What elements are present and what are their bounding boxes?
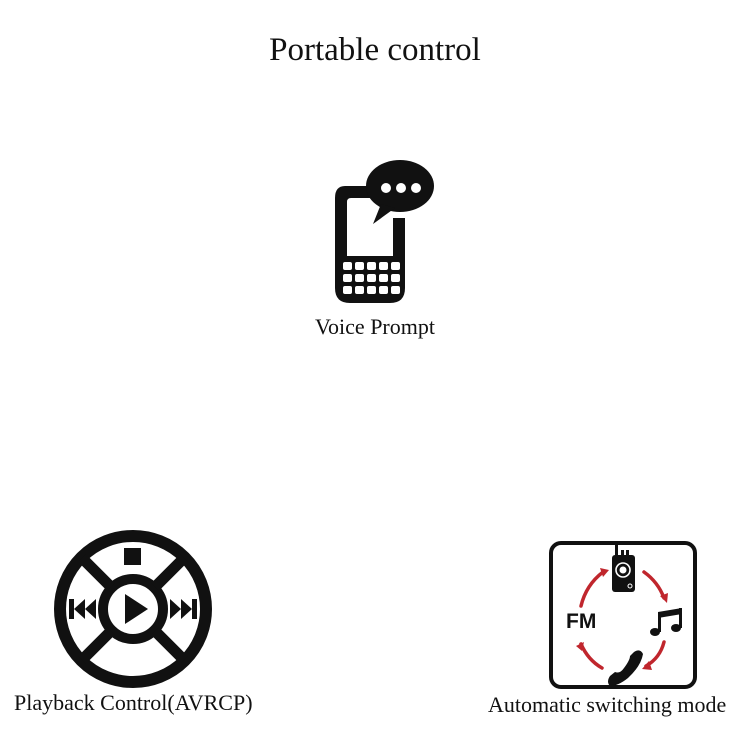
- play-icon: [125, 594, 148, 624]
- walkie-talkie-icon: [612, 544, 635, 592]
- page-title: Portable control: [269, 32, 481, 68]
- next-icon: [170, 599, 197, 619]
- automatic-switching-label: Automatic switching mode: [488, 692, 727, 717]
- feature-automatic-switching: FM Automatic switching mode: [480, 540, 750, 717]
- stop-icon: [124, 548, 141, 565]
- fm-label: FM: [566, 610, 596, 633]
- playback-control-label: Playback Control(AVRCP): [14, 690, 253, 715]
- music-note-icon: [650, 608, 682, 636]
- feature-voice-prompt: Voice Prompt: [290, 158, 460, 340]
- voice-prompt-label: Voice Prompt: [315, 314, 435, 339]
- feature-playback-control: Playback Control(AVRCP): [0, 528, 270, 715]
- previous-icon: [69, 599, 96, 619]
- media-control-wheel-icon: [54, 530, 212, 688]
- mode-cycle-icon: FM: [549, 541, 697, 689]
- phone-speech-bubble-icon: [335, 160, 434, 303]
- phone-handset-icon: [608, 650, 643, 686]
